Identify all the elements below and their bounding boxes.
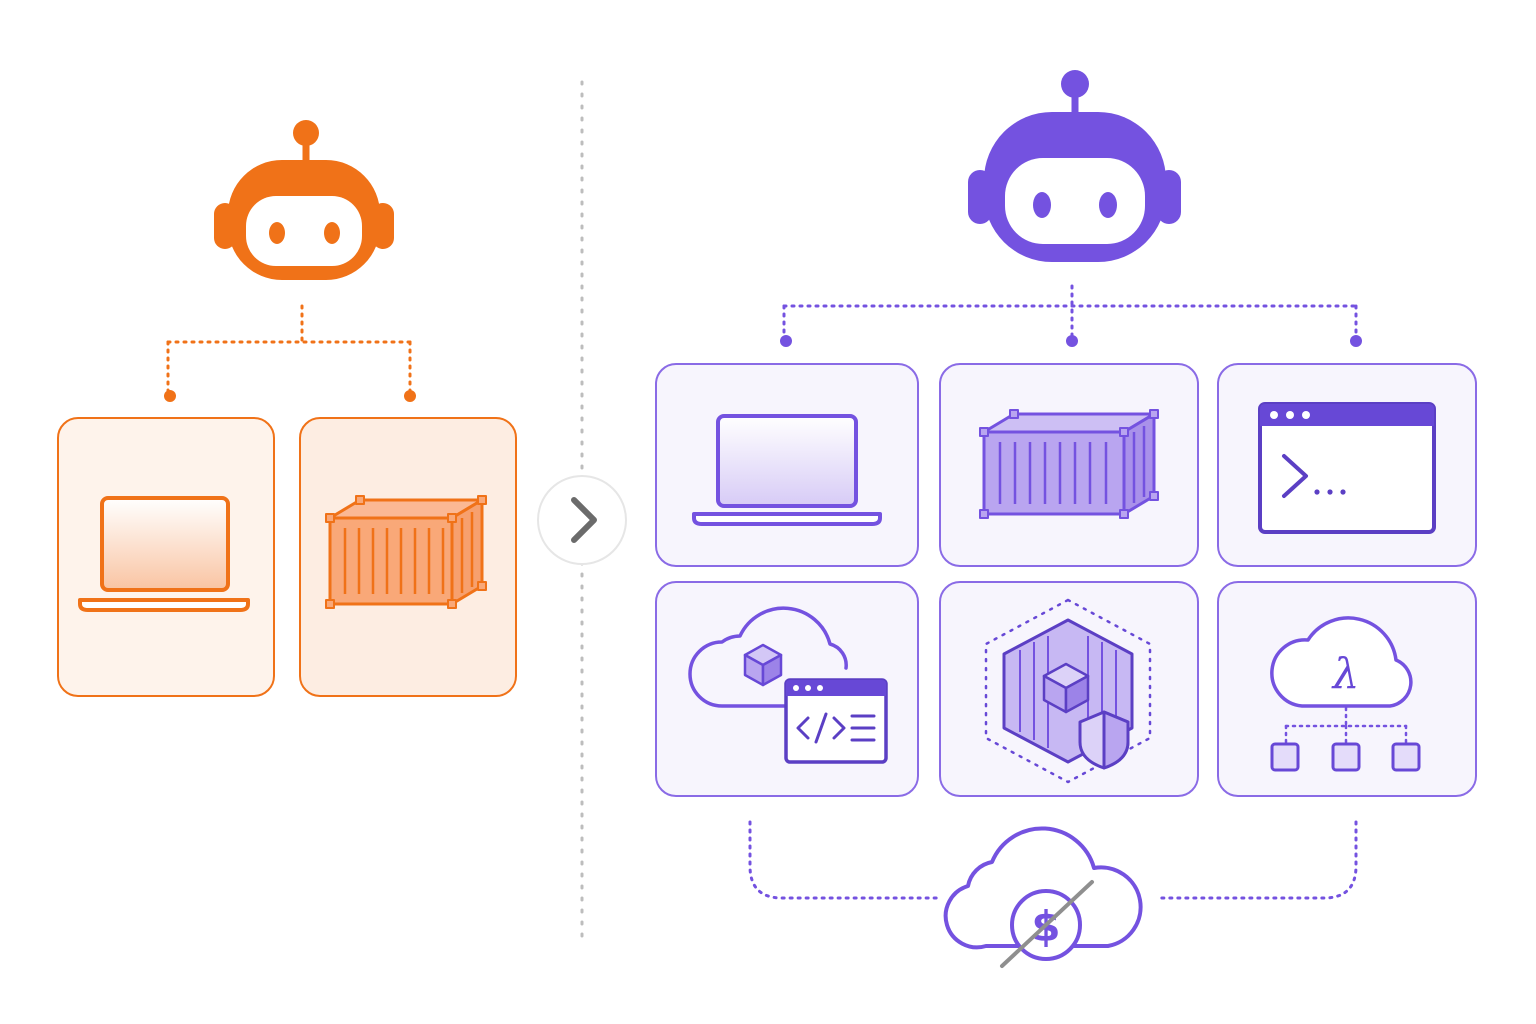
cloud-code-editor-icon (688, 606, 888, 764)
shield-icon (1078, 710, 1130, 770)
transition-arrow-button[interactable] (537, 475, 627, 565)
right-card-container (939, 363, 1199, 567)
shipping-container-icon (325, 495, 487, 609)
right-card-serverless: λ (1217, 581, 1477, 797)
connector-dot (1350, 335, 1362, 347)
shipping-container-icon (979, 409, 1159, 519)
serverless-lambda-cloud-icon: λ (1270, 616, 1421, 772)
code-window-icon (784, 678, 888, 764)
right-card-cloud-code (655, 581, 919, 797)
left-agent-robot (214, 120, 394, 280)
right-card-laptop (655, 363, 919, 567)
left-card-laptop (57, 417, 275, 697)
connector-dot (1066, 335, 1078, 347)
left-card-container (299, 417, 517, 697)
cube-icon (743, 643, 783, 687)
connector-dot (404, 390, 416, 402)
footer-connector (748, 820, 1358, 900)
terminal-window-icon (1258, 402, 1436, 534)
no-cost-cloud-icon: $ (943, 826, 1143, 968)
no-cost-cloud: $ (943, 826, 1143, 968)
robot-icon (968, 70, 1181, 262)
lambda-symbol: λ (1331, 649, 1360, 698)
connector-dot (780, 335, 792, 347)
connector-dot (164, 390, 176, 402)
right-connector (782, 284, 1358, 338)
right-card-terminal (1217, 363, 1477, 567)
left-connector (166, 304, 412, 394)
secure-container-hexagon-icon (984, 598, 1152, 784)
laptop-icon (692, 414, 882, 526)
robot-icon (214, 120, 394, 280)
cube-icon (1042, 662, 1090, 714)
laptop-icon (78, 496, 250, 612)
chevron-right-icon (571, 497, 597, 543)
right-agent-robot (968, 70, 1181, 262)
right-card-secure-sandbox (939, 581, 1199, 797)
